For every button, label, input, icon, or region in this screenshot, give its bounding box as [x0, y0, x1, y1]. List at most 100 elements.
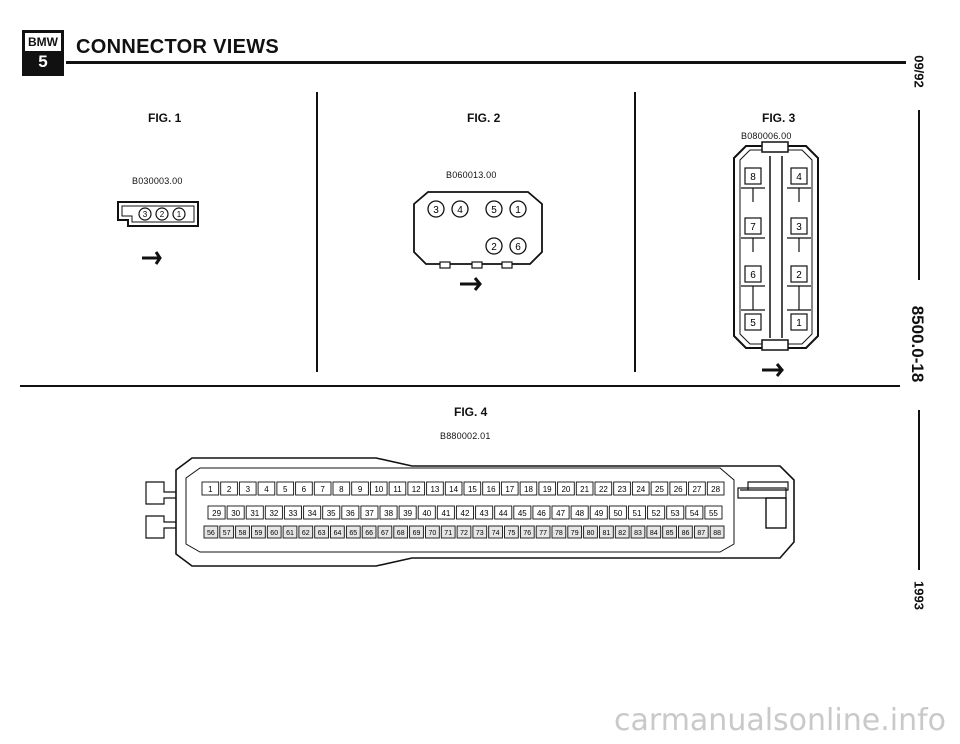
divider-fig2-fig3 — [634, 92, 636, 372]
fig1-connector-diagram: 3 2 1 — [117, 201, 199, 265]
header-rule — [66, 61, 906, 64]
fig4-pin-label: 41 — [441, 509, 450, 518]
fig2-orientation-arrow — [460, 277, 482, 291]
fig4-pin-label: 63 — [318, 530, 326, 537]
fig4-pin-1 — [201, 481, 220, 496]
fig4-pin-label: 38 — [384, 509, 393, 518]
fig2-pin-6 — [509, 237, 527, 255]
fig4-pin-label: 32 — [269, 509, 278, 518]
watermark: carmanualsonline.info — [614, 703, 946, 738]
fig4-pin-18 — [519, 481, 538, 496]
fig4-pin-8 — [332, 481, 351, 496]
fig4-pin-80 — [583, 525, 598, 539]
fig4-pin-58 — [235, 525, 250, 539]
fig4-pin-33 — [283, 505, 302, 520]
fig4-pin-label: 61 — [286, 530, 294, 537]
bmw-logo: BMW 5 — [22, 30, 64, 76]
fig4-pin-label: 84 — [650, 530, 658, 537]
fig4-pin-label: 69 — [413, 530, 421, 537]
fig4-pin-72 — [456, 525, 472, 539]
fig3-pin-label: 2 — [796, 270, 802, 281]
fig4-pin-51 — [627, 505, 646, 520]
fig4-pin-63 — [314, 525, 329, 539]
logo-brand: BMW — [25, 33, 61, 51]
fig4-pin-label: 68 — [397, 530, 405, 537]
fig2-pin-label: 3 — [433, 205, 439, 216]
fig4-pin-81 — [599, 525, 614, 539]
fig4-pin-label: 7 — [320, 485, 325, 494]
fig4-label: FIG. 4 — [454, 405, 488, 419]
fig4-pin-label: 78 — [555, 530, 563, 537]
fig4-pin-25 — [650, 481, 669, 496]
fig4-pin-24 — [631, 481, 650, 496]
fig4-pin-83 — [630, 525, 646, 539]
fig4-pin-label: 9 — [358, 485, 363, 494]
fig4-pin-label: 34 — [308, 509, 317, 518]
fig4-pin-21 — [575, 481, 594, 496]
side-year: 1993 — [911, 581, 927, 610]
fig4-pin-13 — [426, 481, 444, 496]
fig4-pin-label: 27 — [692, 485, 701, 494]
fig4-pin-label: 54 — [690, 509, 699, 518]
fig4-pin-77 — [535, 525, 551, 539]
fig4-pin-65 — [345, 525, 361, 539]
fig4-pin-label: 57 — [223, 530, 231, 537]
fig4-pin-label: 74 — [492, 530, 500, 537]
fig4-pin-53 — [666, 505, 685, 520]
fig4-pin-10 — [369, 481, 388, 496]
fig4-pin-88 — [709, 525, 725, 539]
fig4-pin-label: 86 — [682, 530, 690, 537]
fig4-pin-67 — [377, 525, 393, 539]
fig4-pin-label: 8 — [339, 485, 344, 494]
fig4-pin-78 — [551, 525, 567, 539]
fig4-pin-label: 10 — [374, 485, 383, 494]
fig4-pin-label: 6 — [302, 485, 307, 494]
fig4-pin-75 — [504, 525, 519, 539]
fig4-pin-label: 2 — [227, 485, 232, 494]
fig4-pin-label: 46 — [537, 509, 546, 518]
divider-fig1-fig2 — [316, 92, 318, 372]
fig4-pin-35 — [322, 505, 341, 520]
fig4-pin-label: 21 — [580, 485, 589, 494]
fig4-pin-label: 22 — [599, 485, 608, 494]
fig4-pin-label: 62 — [302, 530, 310, 537]
fig3-pin-label: 8 — [750, 172, 756, 183]
fig2-label: FIG. 2 — [467, 111, 501, 125]
fig4-pin-70 — [425, 525, 440, 539]
fig4-pin-label: 53 — [671, 509, 680, 518]
fig4-pin-9 — [351, 481, 369, 496]
fig4-pin-label: 12 — [412, 485, 421, 494]
fig4-pin-73 — [472, 525, 488, 539]
fig4-pin-label: 40 — [422, 509, 431, 518]
page-title: CONNECTOR VIEWS — [76, 36, 280, 58]
fig4-pin-61 — [282, 525, 298, 539]
fig4-pin-label: 39 — [403, 509, 412, 518]
fig4-pin-label: 55 — [709, 509, 718, 518]
fig1-label: FIG. 1 — [148, 111, 182, 125]
fig4-pin-label: 85 — [666, 530, 674, 537]
fig4-pin-label: 81 — [603, 530, 611, 537]
fig1-pin-label: 3 — [143, 210, 148, 219]
fig4-pin-label: 35 — [327, 509, 336, 518]
fig4-pin-label: 24 — [636, 485, 645, 494]
fig4-pin-label: 20 — [561, 485, 570, 494]
fig4-pin-87 — [693, 525, 709, 539]
fig2-pin-label: 6 — [515, 242, 521, 253]
fig3-pin-label: 5 — [750, 318, 756, 329]
side-date: 09/92 — [911, 55, 927, 88]
fig3-pin-label: 6 — [750, 270, 756, 281]
fig4-pin-label: 44 — [499, 509, 508, 518]
fig2-pin-1 — [509, 200, 527, 218]
fig3-pin-label: 7 — [750, 222, 756, 233]
fig4-pin-79 — [567, 525, 583, 539]
fig4-pin-label: 60 — [270, 530, 278, 537]
fig4-pin-label: 1 — [208, 485, 213, 494]
fig3-pin-label: 4 — [796, 172, 802, 183]
fig4-pin-44 — [494, 505, 513, 520]
fig4-pin-label: 67 — [381, 530, 389, 537]
fig1-pin-1 — [172, 207, 186, 221]
fig4-pin-label: 79 — [571, 530, 579, 537]
fig4-pin-label: 70 — [429, 530, 437, 537]
fig4-pin-20 — [557, 481, 575, 496]
